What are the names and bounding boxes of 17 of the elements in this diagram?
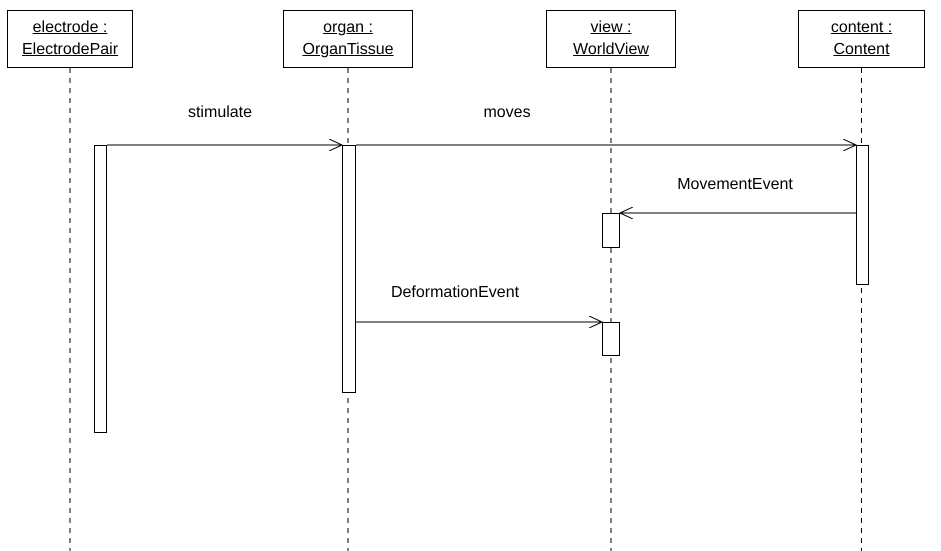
object-box [798, 10, 925, 68]
activation-bar [856, 145, 869, 285]
message-arrow [356, 138, 856, 152]
activation-bar [602, 322, 620, 356]
message-arrow [356, 316, 602, 328]
object-name: organ : OrganTissue [302, 18, 394, 60]
object-name: electrode : ElectrodePair [20, 18, 120, 60]
activation-bar [602, 213, 620, 248]
object-box [7, 10, 133, 68]
object-box [283, 10, 413, 68]
object-name: view : WorldView [572, 18, 650, 60]
activation-bar [94, 145, 107, 433]
activation-bar [342, 145, 356, 393]
message-arrow [106, 138, 342, 152]
object-box [546, 10, 676, 68]
object-name: content : Content [830, 18, 894, 60]
message-arrow [620, 206, 856, 220]
